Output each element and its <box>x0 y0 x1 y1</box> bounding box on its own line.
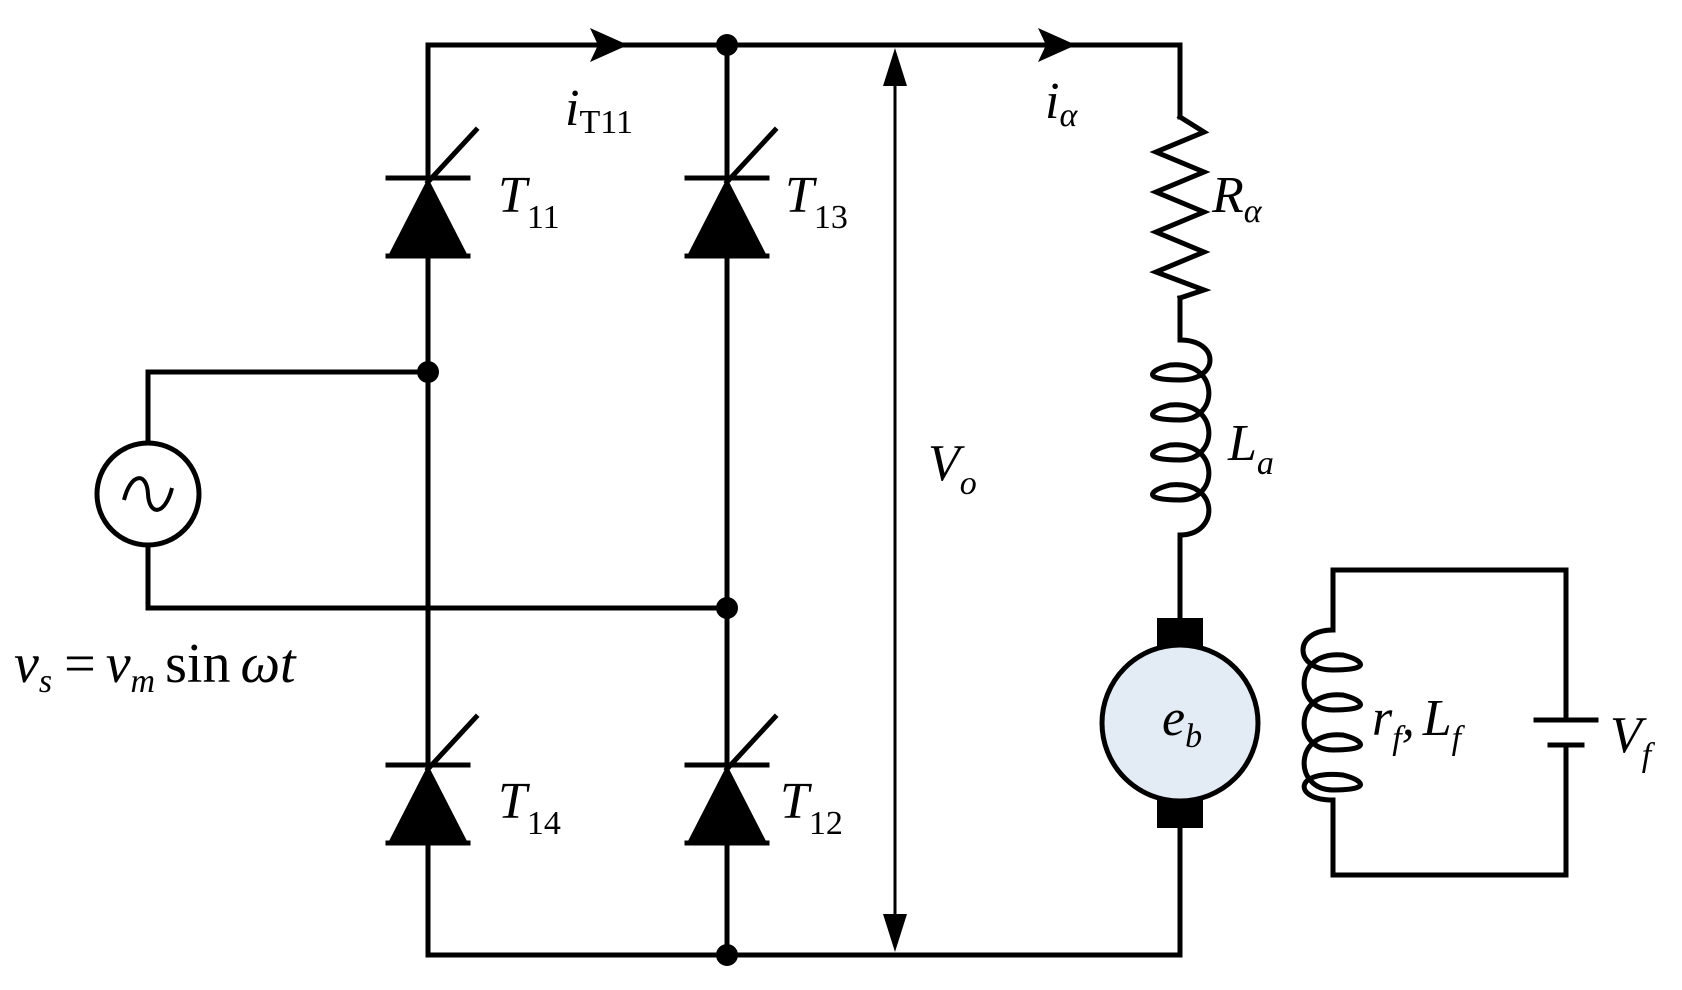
thyristor-t12 <box>687 717 775 843</box>
arrow-i-a <box>1038 28 1076 62</box>
field-circuit <box>1300 567 1599 878</box>
thyristor-t14 <box>388 717 476 843</box>
thyristor-t13 <box>687 130 775 256</box>
ac-source <box>94 440 202 548</box>
label-t12: T12 <box>780 773 843 842</box>
label-t14: T14 <box>498 773 561 842</box>
resistor-ra <box>1149 113 1212 302</box>
label-ra: Rα <box>1211 167 1263 230</box>
bridge-wiring <box>145 42 1183 958</box>
label-la: La <box>1227 415 1274 482</box>
arrow-i-t11 <box>590 28 628 62</box>
label-i-t11: iT11 <box>565 80 633 141</box>
dc-motor <box>1099 618 1261 828</box>
label-vo: Vo <box>928 435 977 502</box>
field-inductor <box>1300 627 1363 803</box>
label-eb: eb <box>1162 690 1202 755</box>
junction-dots <box>417 34 738 966</box>
label-t11: T11 <box>498 167 560 236</box>
label-i-a: iα <box>1045 73 1078 134</box>
label-vf: Vf <box>1610 707 1656 774</box>
label-t13: T13 <box>785 167 848 236</box>
inductor-la <box>1150 337 1213 538</box>
battery-vf <box>1533 717 1599 748</box>
thyristor-t11 <box>388 130 476 256</box>
vo-measurement-arrow <box>883 48 907 952</box>
current-arrows <box>590 28 1076 62</box>
label-rf-lf: rf,Lf <box>1372 690 1466 757</box>
